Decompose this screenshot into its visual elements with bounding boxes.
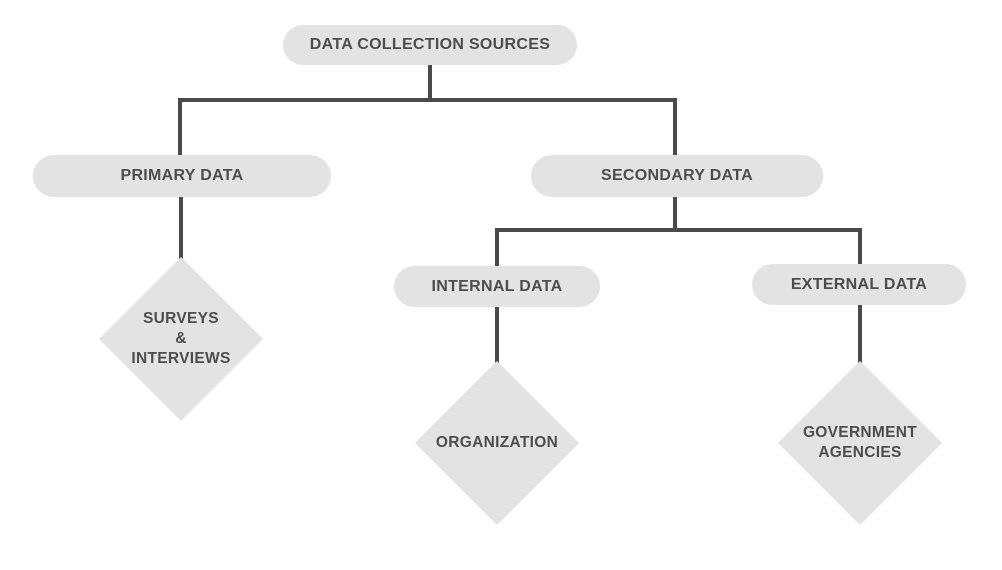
connector-external-to-government bbox=[858, 305, 862, 363]
connector-level2-horizontal bbox=[495, 228, 862, 232]
connector-root-to-primary bbox=[178, 98, 182, 155]
node-primary-data: PRIMARY DATA bbox=[33, 155, 331, 197]
node-organization: ORGANIZATION bbox=[414, 360, 580, 526]
node-external-data: EXTERNAL DATA bbox=[752, 264, 966, 305]
connector-level1-horizontal bbox=[178, 98, 677, 102]
node-data-collection-sources: DATA COLLECTION SOURCES bbox=[283, 25, 577, 65]
connector-secondary-to-internal bbox=[495, 228, 499, 268]
node-internal-data: INTERNAL DATA bbox=[394, 266, 600, 307]
node-label: DATA COLLECTION SOURCES bbox=[309, 36, 551, 53]
node-label: PRIMARY DATA bbox=[120, 167, 244, 184]
node-label: SECONDARY DATA bbox=[600, 167, 754, 184]
node-label: INTERNAL DATA bbox=[431, 277, 563, 295]
connector-secondary-down bbox=[673, 197, 677, 232]
node-label: ORGANIZATION bbox=[435, 433, 559, 451]
node-government-agencies: GOVERNMENT AGENCIES bbox=[777, 360, 943, 526]
node-label: SURVEYS & INTERVIEWS bbox=[131, 309, 231, 368]
node-secondary-data: SECONDARY DATA bbox=[531, 155, 823, 197]
connector-secondary-to-external bbox=[858, 228, 862, 266]
node-label: EXTERNAL DATA bbox=[790, 275, 928, 293]
node-label: GOVERNMENT AGENCIES bbox=[802, 423, 918, 461]
connector-root-down bbox=[428, 65, 432, 102]
connector-root-to-secondary bbox=[673, 98, 677, 155]
connector-internal-to-organization bbox=[495, 306, 499, 363]
node-surveys-interviews: SURVEYS & INTERVIEWS bbox=[98, 256, 264, 422]
connector-primary-to-surveys bbox=[179, 197, 183, 259]
